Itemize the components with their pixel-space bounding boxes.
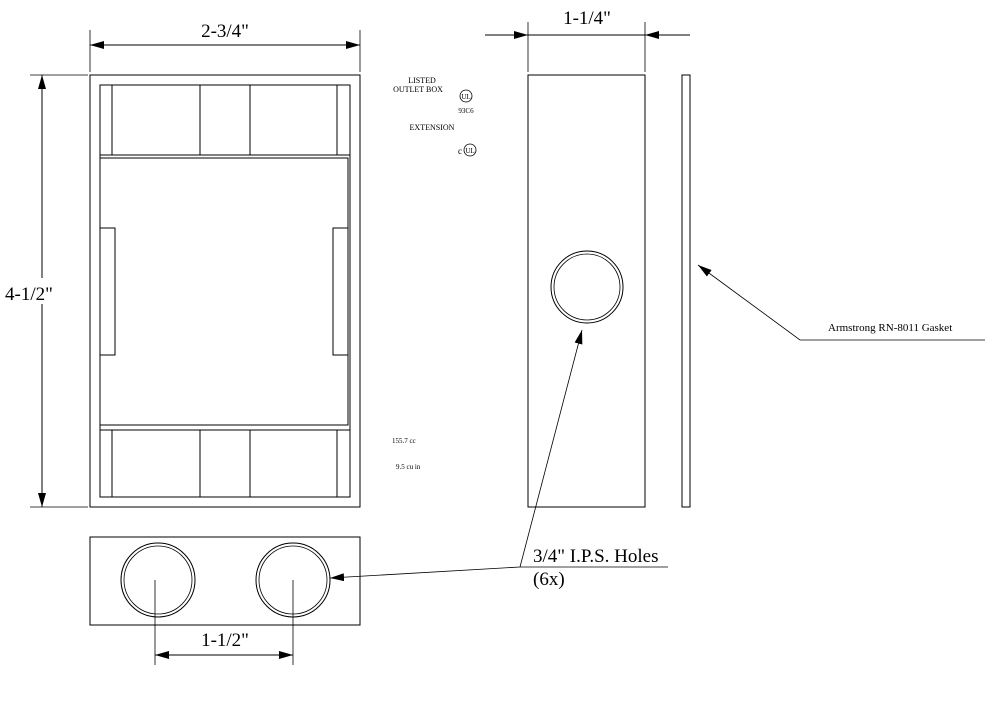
dimension-side-depth: 1-1/4" [485, 8, 690, 72]
middle-cavity [99, 157, 349, 426]
dimension-label: 2-3/4" [201, 21, 249, 42]
dimension-front-height: 4-1/2" [4, 74, 88, 508]
gasket-view: Armstrong RN-8011 Gasket [681, 74, 985, 508]
holes-label: 3/4" I.P.S. Holes [533, 546, 658, 567]
dimension-label: 4-1/2" [5, 284, 53, 305]
side-view [527, 74, 646, 508]
svg-text:UL: UL [461, 93, 470, 101]
svg-text:c: c [458, 146, 462, 156]
bottom-compartment [99, 429, 351, 498]
dimension-hole-spacing: 1-1/2" [154, 580, 294, 665]
dimension-front-width: 2-3/4" [89, 21, 361, 72]
certification-labels: LISTED OUTLET BOX UL 93C6 EXTENSION UL c… [392, 76, 477, 471]
svg-text:UL: UL [465, 147, 474, 155]
svg-text:9.5 cu in: 9.5 cu in [396, 463, 421, 471]
bottom-view [89, 536, 361, 626]
holes-count: (6x) [533, 569, 565, 590]
svg-text:155.7 cc: 155.7 cc [392, 437, 416, 445]
dimension-label: 1-1/4" [563, 8, 611, 29]
front-view [89, 74, 361, 508]
svg-text:EXTENSION: EXTENSION [410, 123, 455, 132]
cul-logo-icon: UL c [458, 143, 477, 157]
holes-callout: 3/4" I.P.S. Holes (6x) [329, 329, 668, 590]
dimension-label: 1-1/2" [201, 630, 249, 651]
svg-text:LISTED: LISTED [408, 76, 436, 85]
svg-text:OUTLET BOX: OUTLET BOX [393, 85, 443, 94]
top-compartment [99, 84, 351, 156]
ul-logo-icon: UL [459, 89, 473, 103]
gasket-label: Armstrong RN-8011 Gasket [828, 322, 952, 334]
svg-text:93C6: 93C6 [458, 107, 474, 115]
